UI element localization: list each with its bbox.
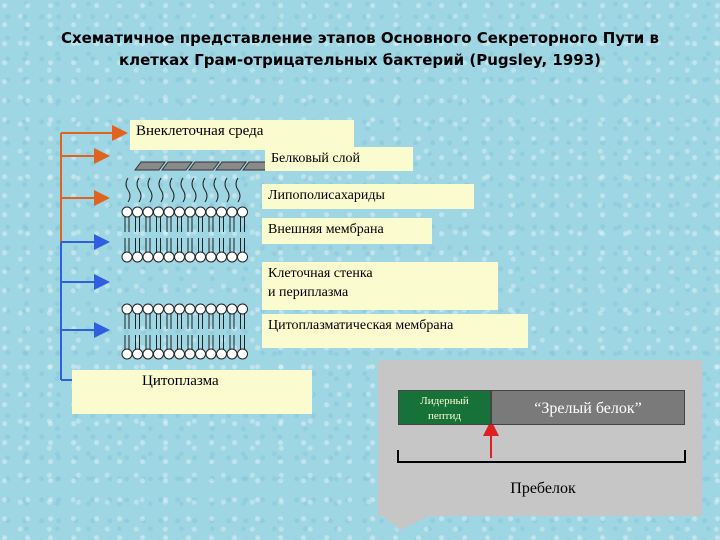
protein-tile: [134, 161, 166, 171]
lipid-head: [195, 206, 206, 218]
preprotein-panel: [378, 360, 702, 516]
label-cytoplasmic-membrane: Цитоплазматическая мембрана: [262, 314, 528, 348]
lipid-head: [163, 303, 175, 315]
lipid-head: [132, 251, 143, 263]
label-cell-wall-line1: Клеточная стенка: [268, 266, 373, 281]
lipid-head: [205, 206, 217, 218]
lipid-head: [216, 251, 227, 263]
leader-peptide-segment: Лидерный пептид: [398, 390, 491, 425]
label-outer-membrane: Внешняя мембрана: [262, 218, 432, 244]
lipid-head: [195, 251, 206, 263]
protein-tile: [161, 161, 193, 171]
lipid-head: [205, 348, 217, 360]
title-line-2: клетках Грам-отрицательных бактерий (Pug…: [118, 51, 602, 69]
lipid-head: [205, 251, 217, 263]
lipid-head: [153, 348, 164, 360]
cytoplasmic-membrane-bilayer: [121, 303, 248, 360]
lipid-head: [237, 303, 248, 315]
label-lps: Липополисахариды: [262, 184, 474, 209]
lps-chain: [180, 177, 186, 203]
lipid-head: [184, 348, 196, 360]
lipid-head: [226, 348, 238, 360]
leader-line2: пептид: [428, 410, 461, 422]
lps-chain: [191, 177, 197, 203]
lipid-head: [153, 206, 164, 218]
lps-chain: [235, 177, 241, 203]
lps-chain: [224, 177, 230, 203]
lipid-head: [195, 348, 206, 360]
lipid-head: [184, 251, 196, 263]
preprotein-label: Пребелок: [510, 480, 576, 497]
lipid-head: [163, 348, 175, 360]
lipid-head: [174, 348, 185, 360]
lipid-head: [226, 251, 238, 263]
lipid-head: [163, 251, 175, 263]
lipid-head: [237, 206, 248, 218]
lipid-head: [226, 303, 238, 315]
lipid-head: [226, 206, 238, 218]
lipid-head: [174, 251, 185, 263]
lps-chain: [213, 177, 219, 203]
lipid-head: [237, 251, 248, 263]
protein-tile: [215, 161, 247, 171]
lipid-head: [153, 251, 164, 263]
lipid-head: [184, 303, 196, 315]
lipid-head: [132, 348, 143, 360]
lipid-head: [174, 206, 185, 218]
lipid-head: [142, 303, 154, 315]
label-cytoplasm: Цитоплазма: [72, 370, 312, 414]
panel-callout-tail: [378, 512, 430, 530]
lipid-head: [121, 206, 133, 218]
lps-chain: [147, 177, 153, 203]
lipid-head: [174, 303, 185, 315]
lipid-head: [132, 303, 143, 315]
lps-chain: [125, 177, 131, 203]
title-line-1: Схематичное представление этапов Основно…: [60, 29, 660, 47]
mature-protein-segment: “Зрелый белок”: [491, 390, 685, 425]
label-cell-wall: Клеточная стенка и периплазма: [262, 262, 498, 310]
label-cell-wall-line2: и периплазма: [268, 285, 349, 300]
protein-tile: [188, 161, 220, 171]
lipid-head: [163, 206, 175, 218]
label-protein-layer: Белковый слой: [265, 147, 413, 171]
lipid-head: [205, 303, 217, 315]
leader-line1: Лидерный: [420, 395, 469, 407]
protein-layer-tiles: [134, 161, 274, 171]
lps-chain: [202, 177, 208, 203]
lipid-head: [142, 348, 154, 360]
lipid-head: [216, 206, 227, 218]
lipid-head: [216, 348, 227, 360]
lipid-head: [121, 303, 133, 315]
label-extracellular: Внеклеточная среда: [130, 120, 354, 150]
outer-membrane-bilayer: [121, 206, 248, 263]
lps-chain: [169, 177, 175, 203]
lps-chain: [136, 177, 142, 203]
lps-chain: [158, 177, 164, 203]
lipid-head: [216, 303, 227, 315]
lipid-head: [121, 348, 133, 360]
slide-title: Схематичное представление этапов Основно…: [0, 27, 720, 71]
lipid-head: [121, 251, 133, 263]
lipid-head: [195, 303, 206, 315]
lipid-head: [132, 206, 143, 218]
lps-chains: [125, 177, 241, 203]
preprotein-bracket: [397, 450, 686, 463]
lipid-head: [142, 251, 154, 263]
lipid-head: [237, 348, 248, 360]
lipid-head: [142, 206, 154, 218]
lipid-head: [153, 303, 164, 315]
lipid-head: [184, 206, 196, 218]
